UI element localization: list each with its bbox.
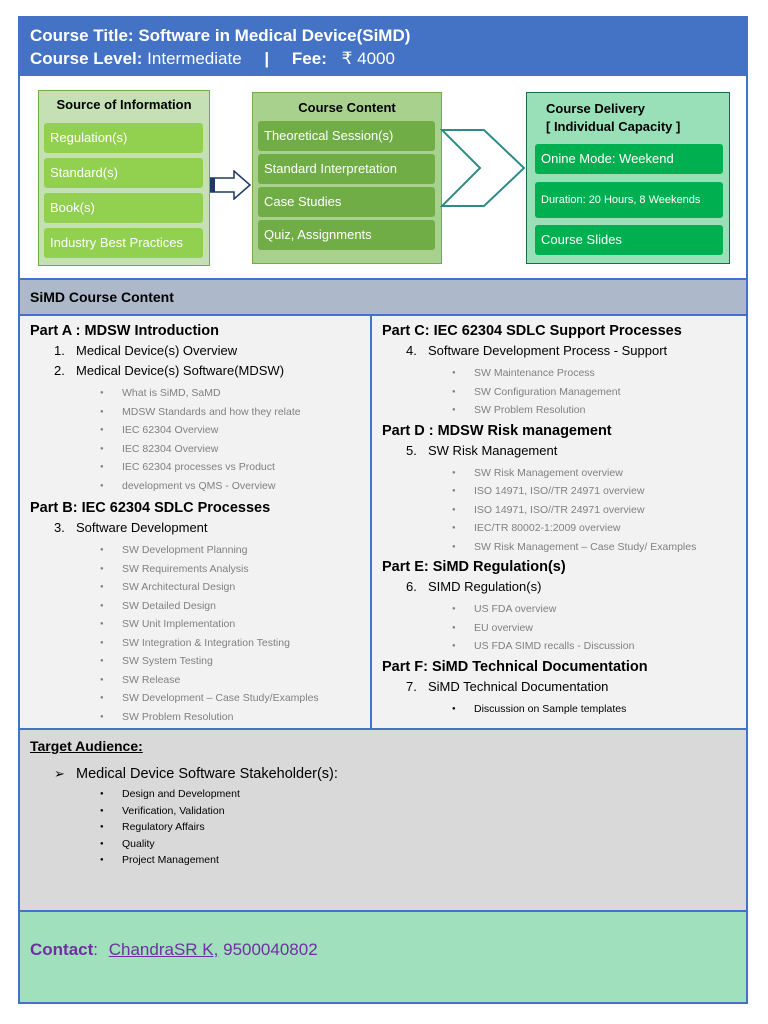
contact-colon: :: [93, 940, 99, 959]
header-separator: |: [264, 49, 270, 68]
audience-main-item: ➢Medical Device Software Stakeholder(s):: [54, 766, 338, 782]
module-item: 3.Software Development: [54, 520, 208, 535]
topic-item: ISO 14971, ISO//TR 24971 overview: [382, 501, 736, 520]
course-header: Course Title: Software in Medical Device…: [20, 18, 746, 76]
course-content-box: Course Content Theoretical Session(s) St…: [252, 92, 442, 264]
audience-item: Quality: [30, 836, 736, 853]
course-title-label: Course Title:: [30, 26, 134, 45]
topic-item: SW Development Planning: [30, 541, 360, 560]
topic-item: SW Risk Management – Case Study/ Example…: [382, 538, 736, 557]
topic-item: IEC 62304 processes vs Product: [30, 458, 360, 477]
part-f-title: Part F: SiMD Technical Documentation: [382, 658, 648, 675]
source-of-information-box: Source of Information Regulation(s) Stan…: [38, 90, 210, 266]
topic-item: IEC 82304 Overview: [30, 440, 360, 459]
audience-item: Design and Development: [30, 786, 736, 803]
delivery-item: Course Slides: [535, 225, 723, 255]
course-content-left-column: Part A : MDSW Introduction 1.Medical Dev…: [20, 316, 372, 730]
chevron-right-icon: [440, 129, 526, 207]
part-a-title: Part A : MDSW Introduction: [30, 323, 220, 339]
delivery-item: Onine Mode: Weekend: [535, 144, 723, 174]
topic-item: SW Architectural Design: [30, 578, 360, 597]
topic-item: SW Release: [30, 671, 360, 690]
right-arrow-icon: [210, 170, 252, 200]
delivery-item: Duration: 20 Hours, 8 Weekends: [535, 182, 723, 218]
source-item: Regulation(s): [44, 123, 203, 153]
part-d-title: Part D : MDSW Risk management: [382, 422, 612, 439]
module-item: 6.SIMD Regulation(s): [406, 579, 542, 594]
delivery-box-subtitle: [ Individual Capacity ]: [546, 119, 681, 134]
source-item: Book(s): [44, 193, 203, 223]
topic-item: SW Risk Management overview: [382, 464, 736, 483]
module-item: 5.SW Risk Management: [406, 442, 558, 458]
topic-item: SW Development – Case Study/Examples: [30, 689, 360, 708]
contact-section: Contact: ChandraSR K, 9500040802: [20, 912, 746, 1002]
target-audience-title: Target Audience:: [30, 738, 143, 754]
module-item: 7.SiMD Technical Documentation: [406, 678, 609, 694]
topic-item: US FDA overview: [382, 600, 736, 619]
audience-item: Project Management: [30, 852, 736, 869]
course-content-right-column: Part C: IEC 62304 SDLC Support Processes…: [372, 316, 746, 730]
part-c-title: Part C: IEC 62304 SDLC Support Processes: [382, 323, 682, 339]
fee-value: ₹ 4000: [341, 49, 395, 68]
source-item: Industry Best Practices: [44, 228, 203, 258]
course-title-line: Course Title: Software in Medical Device…: [30, 24, 736, 47]
audience-item: Regulatory Affairs: [30, 819, 736, 836]
audience-item: Verification, Validation: [30, 803, 736, 820]
content-item: Case Studies: [258, 187, 435, 217]
contact-name-link[interactable]: ChandraSR K,: [108, 940, 219, 959]
module-item: 4.Software Development Process - Support: [406, 343, 668, 358]
topic-item: MDSW Standards and how they relate: [30, 403, 360, 422]
course-title-value: Software in Medical Device(SiMD): [138, 26, 411, 45]
topic-item: ISO 14971, ISO//TR 24971 overview: [382, 482, 736, 501]
section-title-bar: SiMD Course Content: [20, 280, 746, 316]
course-flow-diagram: Source of Information Regulation(s) Stan…: [20, 76, 746, 280]
source-box-title: Source of Information: [56, 97, 192, 112]
topic-item: SW Detailed Design: [30, 597, 360, 616]
topic-item: SW Requirements Analysis: [30, 560, 360, 579]
topic-item: SW Problem Resolution: [382, 401, 736, 420]
course-delivery-box: Course Delivery [ Individual Capacity ] …: [526, 92, 730, 264]
delivery-box-title: Course Delivery: [546, 101, 645, 116]
topic-item-continued: development vs QMS - Overview: [30, 477, 360, 496]
module-item: 1.Medical Device(s) Overview: [54, 343, 238, 358]
topic-item: Discussion on Sample templates: [382, 700, 736, 719]
topic-item: EU overview: [382, 619, 736, 638]
topic-item: IEC/TR 80002-1:2009 overview: [382, 519, 736, 538]
topic-item: What is SiMD, SaMD: [30, 384, 360, 403]
arrow-bullet-icon: ➢: [54, 766, 65, 781]
topic-item: IEC 62304 Overview: [30, 421, 360, 440]
content-item: Quiz, Assignments: [258, 220, 435, 250]
topic-item: SW Problem Resolution: [30, 708, 360, 727]
topic-item: SW Unit Implementation: [30, 615, 360, 634]
course-level-label: Course Level:: [30, 49, 143, 68]
fee-label: Fee:: [291, 49, 327, 68]
course-level-line: Course Level: Intermediate | Fee: ₹ 4000: [30, 47, 736, 70]
course-flyer: Course Title: Software in Medical Device…: [18, 16, 748, 1004]
contact-label: Contact: [30, 940, 94, 959]
part-b-title: Part B: IEC 62304 SDLC Processes: [30, 500, 271, 516]
target-audience-section: Target Audience: ➢Medical Device Softwar…: [20, 730, 746, 912]
topic-item: US FDA SIMD recalls - Discussion: [382, 637, 736, 656]
part-e-title: Part E: SiMD Regulation(s): [382, 559, 566, 575]
topic-item: SW System Testing: [30, 652, 360, 671]
contact-phone: 9500040802: [223, 940, 318, 959]
content-box-title: Course Content: [298, 100, 396, 115]
topic-item: SW Maintenance Process: [382, 364, 736, 383]
module-item: 2.Medical Device(s) Software(MDSW): [54, 363, 285, 378]
content-item: Theoretical Session(s): [258, 121, 435, 151]
source-item: Standard(s): [44, 158, 203, 188]
topic-item: SW Integration & Integration Testing: [30, 634, 360, 653]
content-item: Standard Interpretation: [258, 154, 435, 184]
topic-item: SW Configuration Management: [382, 383, 736, 402]
course-level-value: Intermediate: [147, 49, 242, 68]
